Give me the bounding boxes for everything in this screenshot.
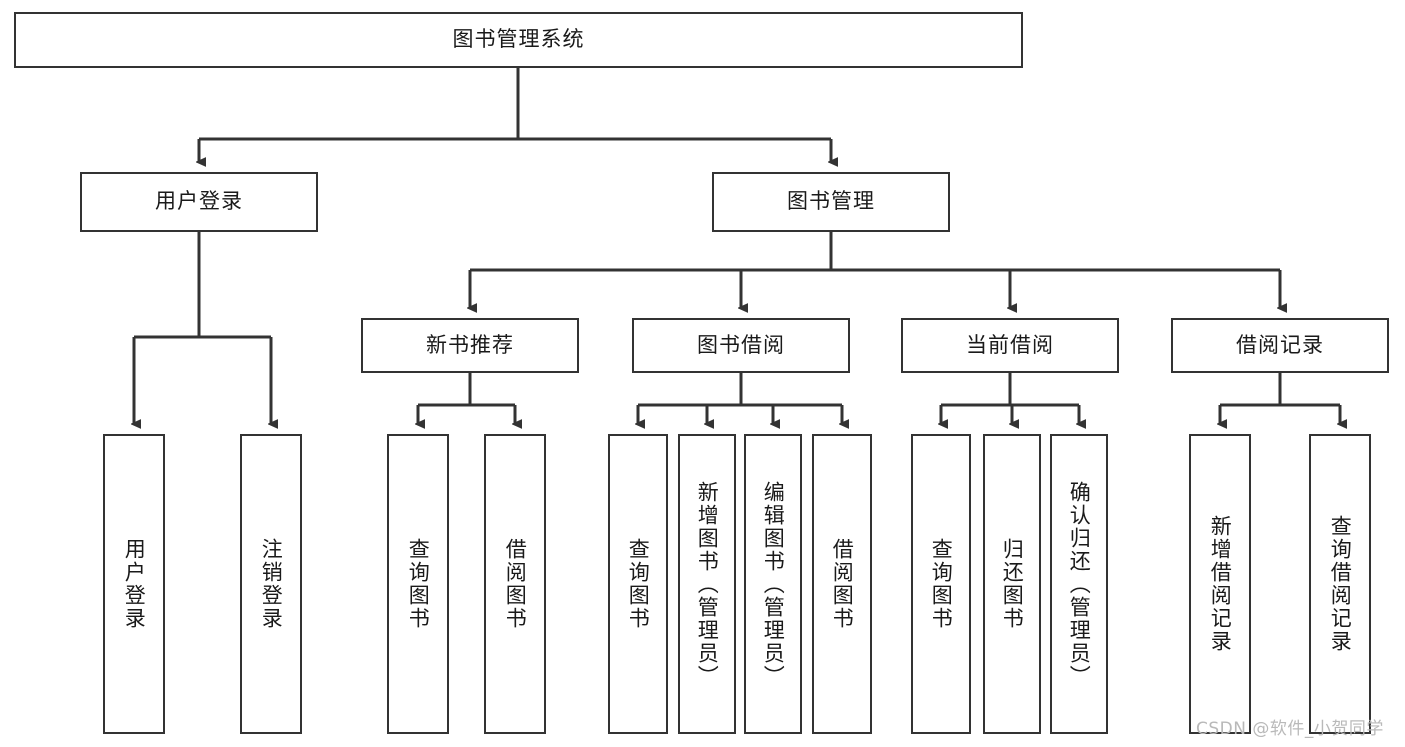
leaf-node[interactable]: 确认归还（管理员） <box>1050 434 1108 734</box>
leaf-node[interactable]: 查询图书 <box>911 434 971 734</box>
leaf-node[interactable]: 查询借阅记录 <box>1309 434 1371 734</box>
leaf-node[interactable]: 新增图书（管理员） <box>678 434 736 734</box>
leaf-node[interactable]: 查询图书 <box>608 434 668 734</box>
csdn-watermark: CSDN @软件_小贺同学 <box>1196 719 1384 739</box>
node-new-book-recommend[interactable]: 新书推荐 <box>361 318 579 373</box>
leaf-node[interactable]: 用户登录 <box>103 434 165 734</box>
leaf-node[interactable]: 新增借阅记录 <box>1189 434 1251 734</box>
leaf-node[interactable]: 借阅图书 <box>812 434 872 734</box>
leaf-node[interactable]: 查询图书 <box>387 434 449 734</box>
leaf-node[interactable]: 编辑图书（管理员） <box>744 434 802 734</box>
node-book-management[interactable]: 图书管理 <box>712 172 950 232</box>
node-current-borrow[interactable]: 当前借阅 <box>901 318 1119 373</box>
leaf-node[interactable]: 注销登录 <box>240 434 302 734</box>
leaf-node[interactable]: 归还图书 <box>983 434 1041 734</box>
node-borrow-record[interactable]: 借阅记录 <box>1171 318 1389 373</box>
node-book-borrow[interactable]: 图书借阅 <box>632 318 850 373</box>
node-user-login[interactable]: 用户登录 <box>80 172 318 232</box>
node-root-system[interactable]: 图书管理系统 <box>14 12 1023 68</box>
leaf-node[interactable]: 借阅图书 <box>484 434 546 734</box>
